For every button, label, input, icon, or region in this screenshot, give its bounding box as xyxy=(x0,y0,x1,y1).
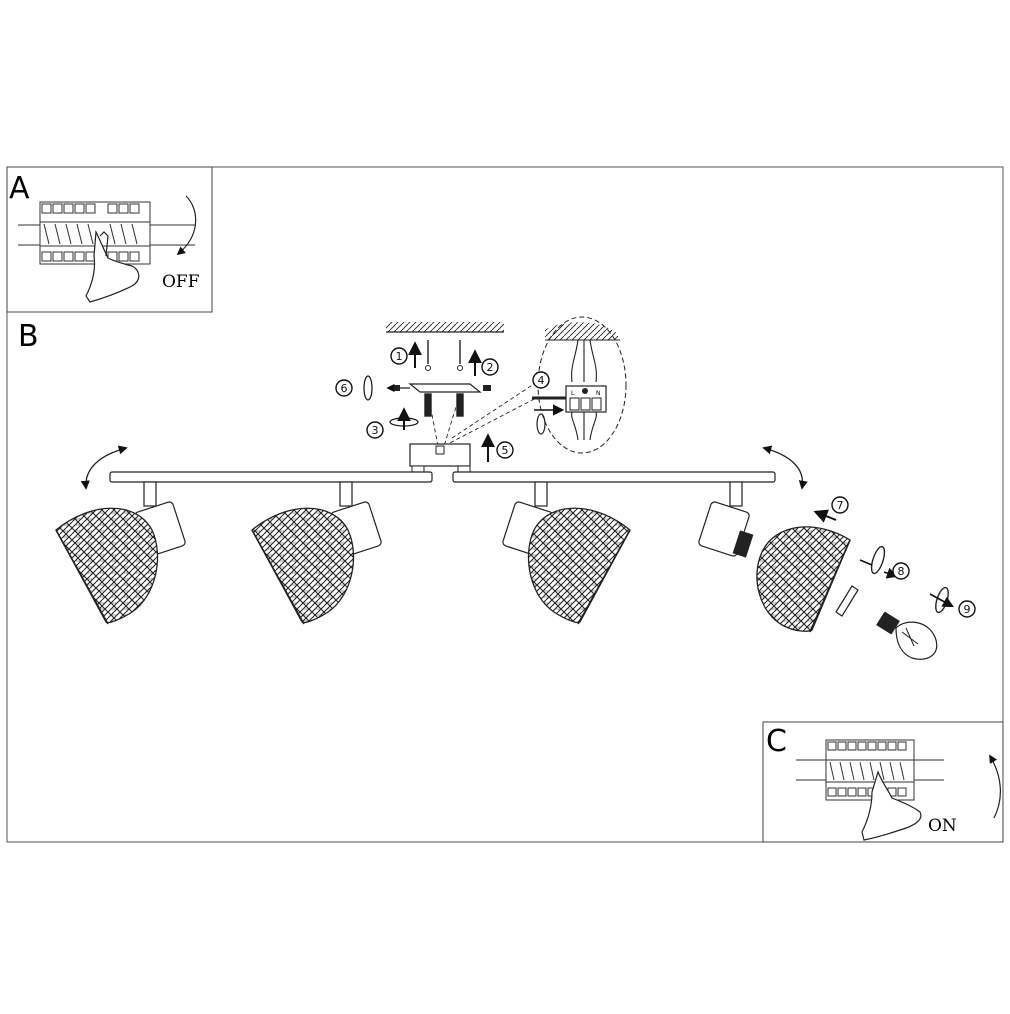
step-markers xyxy=(335,347,976,618)
outer-frame xyxy=(6,166,1004,843)
step-3-label: 3 xyxy=(372,424,379,437)
spotlight-3 xyxy=(502,481,631,625)
step-2-label: 2 xyxy=(487,361,494,374)
step-7-label: 7 xyxy=(837,499,844,512)
terminal-label-l: L xyxy=(571,390,575,397)
off-label: OFF xyxy=(162,272,200,292)
panel-c: C ON xyxy=(762,721,1004,843)
step-arrows xyxy=(363,341,495,462)
breaker-bank-c xyxy=(796,739,944,801)
canopy xyxy=(409,443,471,467)
step-8-label: 8 xyxy=(898,565,905,578)
ceiling-mount xyxy=(386,322,541,473)
step-5-label: 5 xyxy=(502,444,509,457)
light-bulb-icon xyxy=(876,611,938,660)
switch-off-arrow-icon xyxy=(176,195,197,256)
hand-icon xyxy=(85,229,140,303)
step-7-arrow-icon xyxy=(813,509,837,523)
step-6-label: 6 xyxy=(341,382,348,395)
hand-icon xyxy=(861,770,922,841)
spotlight-1 xyxy=(55,481,186,625)
panel-b-letter: B xyxy=(18,319,39,354)
panel-c-letter: C xyxy=(766,724,787,759)
terminal-label-n: N xyxy=(596,390,601,397)
switch-on-arrow-icon xyxy=(989,754,1001,819)
on-label: ON xyxy=(928,816,957,836)
mounting-bracket xyxy=(408,383,482,393)
spotlight-2 xyxy=(251,481,382,625)
rotate-left-icon xyxy=(80,445,128,490)
panel-a: A OFF xyxy=(6,166,213,313)
panel-a-letter: A xyxy=(9,171,30,206)
step-9-label: 9 xyxy=(964,603,971,616)
spotlight-4 xyxy=(698,481,954,660)
wiring-detail: L N xyxy=(532,316,627,454)
spot-bar xyxy=(109,471,776,483)
step-4-label: 4 xyxy=(538,374,545,387)
rotate-right-icon xyxy=(762,445,808,490)
step-1-label: 1 xyxy=(396,350,403,363)
